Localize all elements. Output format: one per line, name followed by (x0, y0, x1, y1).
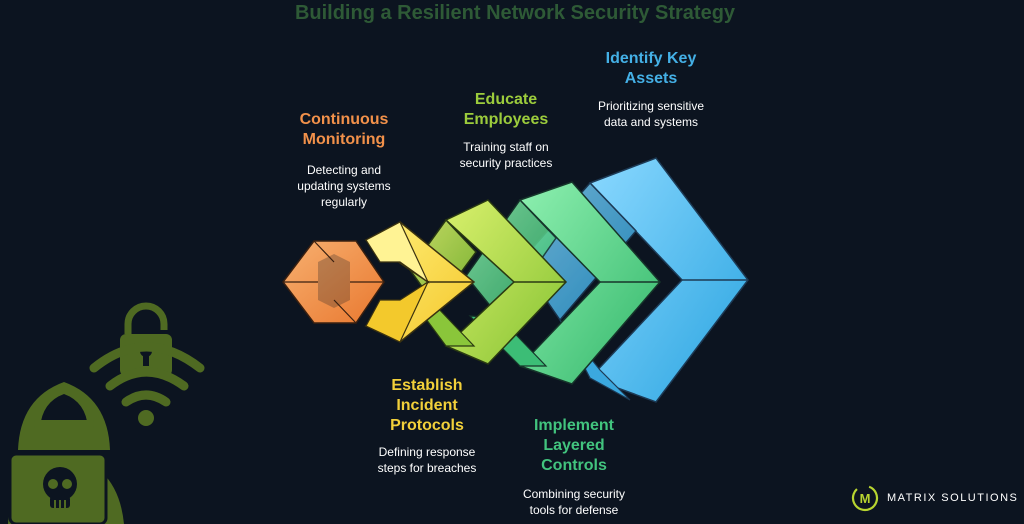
matrix-solutions-logo: M (851, 484, 879, 512)
desc-line: Training staff on (463, 140, 549, 154)
heading-line: Incident (396, 397, 458, 414)
heading-line: Establish (391, 377, 463, 394)
heading-line: Layered (543, 437, 605, 454)
hacker-icon (8, 382, 124, 524)
heading-line: Protocols (390, 417, 464, 434)
logo-letter: M (860, 491, 871, 506)
heading-line: Implement (533, 417, 614, 434)
chevron-establish-incident-protocols (364, 221, 476, 343)
step-desc-educate-employees: Training staff on security practices (421, 139, 591, 171)
step-desc-implement-layered-controls: Combining security tools for defense (484, 486, 664, 518)
desc-line: Combining security (522, 487, 626, 501)
heading-line: Controls (541, 457, 607, 474)
hacker-illustration (8, 302, 205, 524)
step-desc-continuous-monitoring: Detecting and updating systems regularly (264, 162, 424, 210)
skull-icon (43, 467, 77, 508)
heading-line: Assets (624, 70, 678, 87)
desc-line: security practices (459, 156, 553, 170)
heading-line: Continuous (299, 111, 389, 128)
heading-line: Monitoring (302, 131, 386, 148)
desc-line: regularly (320, 195, 368, 209)
desc-line: tools for defense (529, 503, 619, 517)
desc-line: Detecting and (306, 163, 382, 177)
desc-line: Prioritizing sensitive (597, 99, 705, 113)
step-heading-implement-layered-controls: Implement Layered Controls (504, 416, 644, 476)
brand-name: MATRIX SOLUTIONS (887, 492, 1019, 504)
padlock-icon (120, 302, 172, 376)
matrix-solutions-brand: M MATRIX SOLUTIONS (851, 484, 1018, 512)
desc-line: data and systems (603, 115, 699, 129)
hexagon-continuous-monitoring (282, 240, 385, 324)
desc-line: steps for breaches (377, 461, 477, 475)
wifi-icon (89, 342, 205, 426)
desc-line: Defining response (378, 445, 476, 459)
heading-line: Educate (474, 91, 538, 108)
step-heading-establish-incident-protocols: Establish Incident Protocols (357, 376, 497, 436)
step-heading-continuous-monitoring: Continuous Monitoring (274, 110, 414, 150)
heading-line: Identify Key (605, 50, 697, 67)
step-heading-educate-employees: Educate Employees (436, 90, 576, 130)
page-title: Building a Resilient Network Security St… (294, 2, 736, 24)
step-heading-identify-key-assets: Identify Key Assets (576, 49, 726, 89)
step-desc-identify-key-assets: Prioritizing sensitive data and systems (561, 98, 741, 130)
desc-line: updating systems (297, 179, 391, 193)
step-desc-establish-incident-protocols: Defining response steps for breaches (342, 444, 512, 476)
heading-line: Employees (463, 111, 549, 128)
